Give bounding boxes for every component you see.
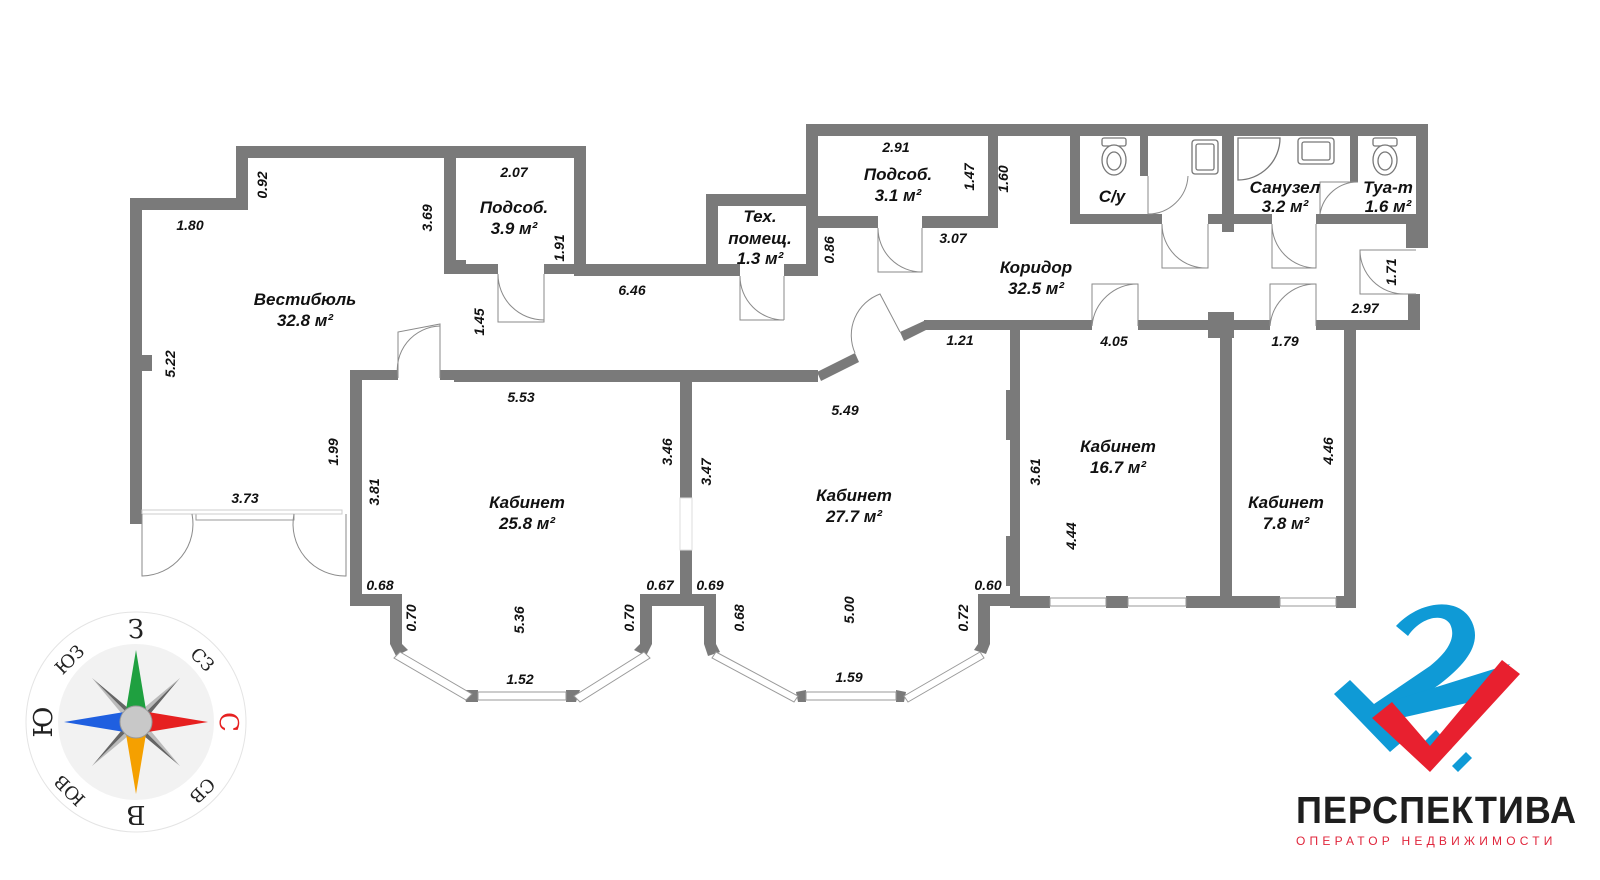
brand-tagline: ОПЕРАТОР НЕДВИЖИМОСТИ — [1296, 834, 1557, 848]
compass-label-right: С — [213, 712, 243, 732]
dimension: 4.05 — [1099, 333, 1127, 349]
room-name-bathroom: Санузел — [1250, 178, 1321, 197]
dimension: 3.07 — [939, 230, 967, 246]
dimension: 2.91 — [881, 139, 909, 155]
room-name-office4: Кабинет — [1248, 493, 1324, 512]
dimension: 1.79 — [1271, 333, 1298, 349]
dimension: 1.52 — [506, 671, 533, 687]
room-name-utility2: Подсоб. — [864, 165, 932, 184]
dimension: 4.44 — [1063, 522, 1079, 550]
room-area-bathroom: 3.2 м² — [1262, 197, 1310, 216]
room-area-utility1: 3.9 м² — [491, 219, 539, 238]
sink-icon — [1191, 139, 1219, 175]
room-area-tech: 1.3 м² — [737, 249, 785, 268]
room-area-utility2: 3.1 м² — [875, 186, 923, 205]
dimension: 5.22 — [162, 350, 178, 377]
dimension: 5.53 — [507, 389, 534, 405]
sink-icon — [1297, 137, 1335, 165]
dimension: 5.36 — [511, 606, 527, 633]
dimension: 6.46 — [618, 282, 645, 298]
dimension: 3.46 — [659, 438, 675, 465]
compass-rose: З В С Ю СЗ ЮЗ СВ ЮВ — [25, 611, 247, 833]
compass-label-top: З — [128, 615, 144, 645]
compass-south-ray — [64, 710, 136, 734]
plumbing-fixtures — [1101, 137, 1398, 181]
dimension: 2.07 — [499, 164, 528, 180]
dimension: 3.73 — [231, 490, 258, 506]
dimension: 1.99 — [325, 438, 341, 465]
dimension: 0.70 — [403, 604, 419, 631]
compass-west-ray — [124, 650, 148, 722]
compass-label-bottom: В — [126, 799, 145, 829]
dimension: 5.49 — [831, 402, 858, 418]
dimension: 1.59 — [835, 669, 862, 685]
dimension: 0.70 — [621, 604, 637, 631]
dimension: 0.92 — [254, 171, 270, 198]
dimension: 1.47 — [961, 162, 977, 190]
brand-name: ПЕРСПЕКТИВА — [1296, 790, 1578, 832]
dimension: 3.81 — [366, 478, 382, 505]
walls — [130, 124, 1428, 702]
room-name-office1: Кабинет — [489, 493, 565, 512]
dimension: 0.68 — [366, 577, 393, 593]
dimension: 2.97 — [1350, 300, 1379, 316]
dimension: 1.80 — [176, 217, 203, 233]
doors — [141, 175, 1416, 577]
room-name-tech-1: Тех. — [743, 207, 776, 226]
room-labels: Вестибюль 32.8 м² Подсоб. 3.9 м² Тех. по… — [254, 165, 1413, 533]
room-area-corridor: 32.5 м² — [1008, 279, 1065, 298]
room-name-toilet: Туа-т — [1363, 178, 1413, 197]
room-area-vestibule: 32.8 м² — [277, 311, 334, 330]
room-name-office2: Кабинет — [816, 486, 892, 505]
room-name-office3: Кабинет — [1080, 437, 1156, 456]
compass-east-ray — [124, 722, 148, 794]
dimension: 3.69 — [419, 204, 435, 231]
dimension: 1.45 — [471, 308, 487, 335]
dimension: 3.47 — [698, 457, 714, 485]
toilet-icon — [1372, 137, 1398, 176]
room-name-vestibule: Вестибюль — [254, 290, 357, 309]
dimension: 0.86 — [821, 236, 837, 263]
dimension: 1.21 — [946, 332, 973, 348]
room-name-wc: С/у — [1099, 187, 1127, 206]
dimension: 0.68 — [731, 604, 747, 631]
room-name-utility1: Подсоб. — [480, 198, 548, 217]
compass-north-ray — [136, 710, 208, 734]
dimension: 0.69 — [696, 577, 723, 593]
dimension: 1.71 — [1383, 258, 1399, 285]
room-area-toilet: 1.6 м² — [1365, 197, 1413, 216]
shower-icon — [1237, 137, 1281, 181]
room-name-corridor: Коридор — [1000, 258, 1072, 277]
dimension: 1.60 — [995, 165, 1011, 192]
windows — [141, 497, 1337, 703]
toilet-icon — [1101, 137, 1127, 176]
dimension: 3.61 — [1027, 458, 1043, 485]
room-name-tech-2: помещ. — [728, 229, 791, 248]
dimension: 0.72 — [955, 604, 971, 631]
room-area-office4: 7.8 м² — [1263, 514, 1311, 533]
dimension: 0.67 — [646, 577, 674, 593]
dimension: 4.46 — [1320, 437, 1336, 465]
dimension: 0.60 — [974, 577, 1001, 593]
brand-logo-icon — [1334, 604, 1520, 772]
dimension: 1.91 — [551, 234, 567, 261]
dimension: 5.00 — [841, 596, 857, 623]
compass-label-left: Ю — [29, 706, 59, 737]
room-area-office1: 25.8 м² — [498, 514, 556, 533]
room-area-office3: 16.7 м² — [1090, 458, 1147, 477]
dimension-labels: 0.92 1.80 3.69 2.07 1.91 1.45 5.22 6.46 … — [162, 139, 1399, 687]
room-area-office2: 27.7 м² — [825, 507, 883, 526]
